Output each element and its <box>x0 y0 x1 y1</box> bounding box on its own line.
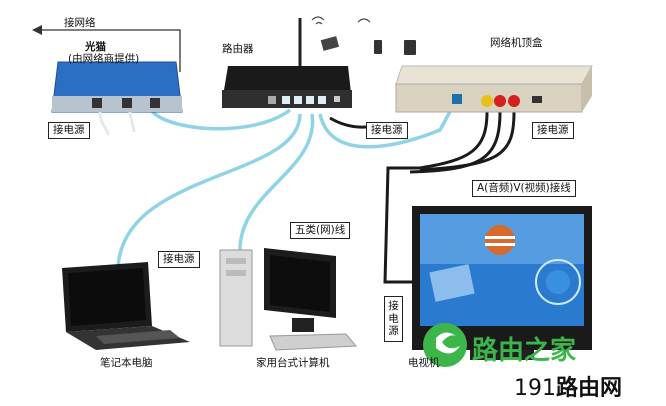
modem-power-label: 接电源 <box>48 122 90 139</box>
router-label: 路由器 <box>222 43 254 55</box>
cat5-cables <box>116 107 454 271</box>
modem-device <box>51 61 183 136</box>
settop-box-label: 网络机顶盒 <box>490 37 543 49</box>
watermark-site: 191路由网 <box>514 370 622 402</box>
cat5-cable-label: 五类(网)线 <box>290 222 351 239</box>
modem-sub-label: (由网络商提供) <box>68 53 140 65</box>
laptop-device <box>62 262 190 350</box>
modem-label: 光猫 <box>85 41 106 53</box>
internet-cable <box>32 25 181 72</box>
tv-power-label: 接电源 <box>384 296 403 342</box>
watermark-brand: 路由之家 <box>472 336 577 366</box>
settop-box-device <box>395 65 593 113</box>
tv-label: 电视机 <box>408 357 440 369</box>
av-cable-label: A(音频)V(视频)接线 <box>472 180 576 197</box>
watermark-logo <box>423 323 467 367</box>
desktop-power-label: 接电源 <box>158 251 200 268</box>
router-device <box>222 16 416 108</box>
desktop-label: 家用台式计算机 <box>256 357 330 369</box>
router-power-label: 接电源 <box>366 122 408 139</box>
tv-device <box>412 206 592 360</box>
internet-label: 接网络 <box>64 17 96 29</box>
desktop-device <box>219 248 358 351</box>
av-cables <box>329 111 516 284</box>
watermark-site-text: 路由网 <box>556 376 623 401</box>
watermark-site-num: 191 <box>514 376 556 401</box>
laptop-label: 笔记本电脑 <box>100 357 153 369</box>
settop-power-label: 接电源 <box>532 122 574 139</box>
